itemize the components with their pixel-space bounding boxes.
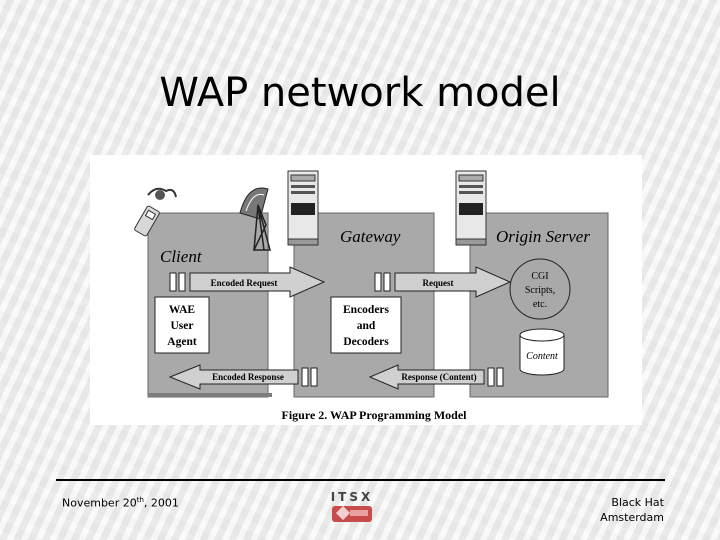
cgi-line-3: etc. bbox=[533, 299, 547, 310]
itsx-logo: ITSX bbox=[328, 490, 376, 526]
wae-line-1: WAE bbox=[169, 304, 196, 316]
footer-event: Black Hat Amsterdam bbox=[600, 495, 664, 525]
slide-title: WAP network model bbox=[159, 70, 561, 116]
encoded-response-arrow bbox=[168, 364, 318, 390]
cgi-line-1: CGI bbox=[531, 271, 548, 282]
response-content-label: Response (Content) bbox=[401, 372, 476, 382]
wap-diagram-figure: Client Gateway Origin Server bbox=[90, 155, 642, 425]
encoded-request-label: Encoded Request bbox=[211, 278, 278, 288]
logo-text: ITSX bbox=[330, 490, 374, 504]
codec-line-3: Decoders bbox=[343, 336, 389, 348]
client-panel-shadow bbox=[148, 393, 272, 397]
encoded-response-label: Encoded Response bbox=[212, 372, 284, 382]
request-arrow bbox=[374, 266, 512, 298]
gateway-server-icon bbox=[287, 170, 319, 246]
figure-caption: Figure 2. WAP Programming Model bbox=[282, 408, 468, 422]
footer-date: November 20th, 2001 bbox=[62, 496, 179, 510]
gateway-label: Gateway bbox=[340, 227, 401, 246]
antenna-tower-icon bbox=[239, 187, 271, 251]
wap-diagram: Client Gateway Origin Server bbox=[134, 170, 609, 422]
logo-mark-icon bbox=[332, 505, 372, 522]
content-label: Content bbox=[526, 351, 558, 362]
footer-date-suffix: , 2001 bbox=[143, 496, 179, 510]
footer-date-prefix: November 20 bbox=[62, 496, 137, 510]
cgi-line-2: Scripts, bbox=[525, 285, 555, 296]
footer-event-line-1: Black Hat bbox=[611, 496, 664, 509]
request-label: Request bbox=[423, 278, 454, 288]
encoders-decoders-box bbox=[330, 296, 402, 354]
mobile-phone-icon bbox=[134, 187, 177, 237]
client-label: Client bbox=[160, 247, 203, 266]
footer-divider bbox=[56, 479, 665, 481]
origin-server-label: Origin Server bbox=[496, 227, 590, 246]
footer-event-line-2: Amsterdam bbox=[600, 511, 664, 524]
wae-line-2: User bbox=[171, 320, 194, 332]
encoded-request-arrow bbox=[169, 266, 326, 298]
footer-date-sup: th bbox=[136, 496, 144, 504]
codec-line-1: Encoders bbox=[343, 304, 390, 316]
codec-line-2: and bbox=[357, 320, 376, 332]
wae-user-agent-box bbox=[154, 296, 210, 354]
origin-server-icon bbox=[455, 170, 487, 246]
wae-line-3: Agent bbox=[167, 336, 197, 348]
content-database-icon bbox=[519, 328, 565, 376]
response-content-arrow bbox=[368, 364, 504, 390]
cgi-scripts-circle bbox=[509, 258, 571, 320]
